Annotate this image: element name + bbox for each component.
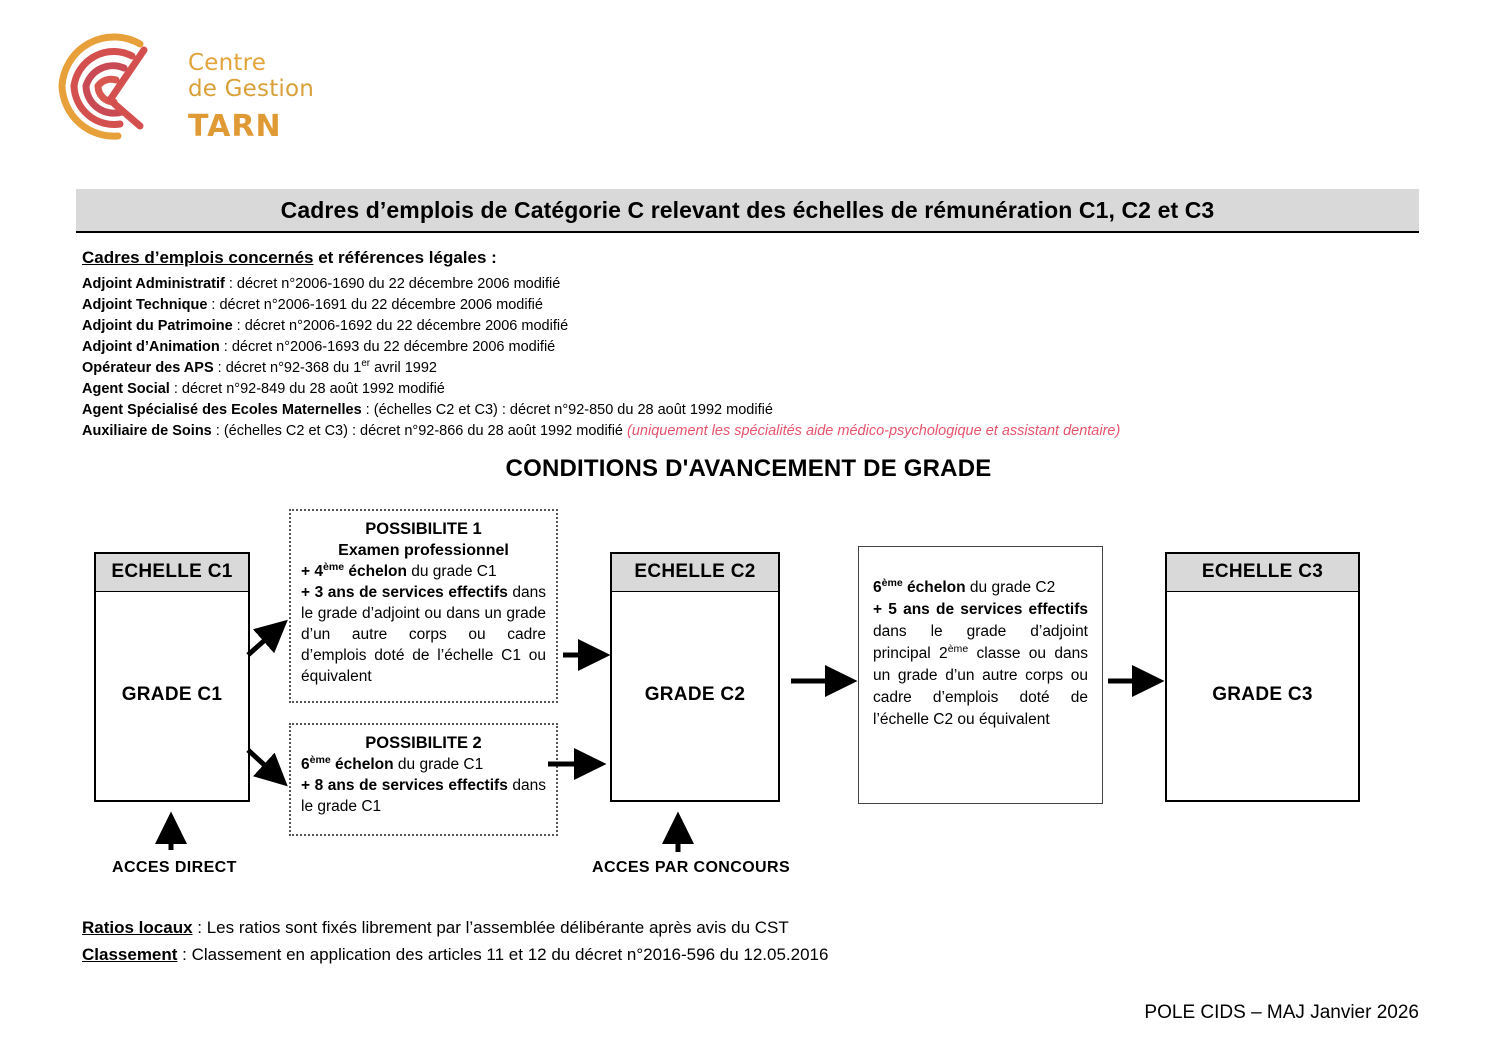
reference-item: Adjoint Technique : décret n°2006-1691 d…	[82, 295, 1412, 316]
logo: Centre de Gestion TARN	[40, 22, 314, 150]
echelle-c1-grade: GRADE C1	[121, 683, 223, 705]
reference-text: : décret n°2006-1691 du 22 décembre 2006…	[207, 297, 543, 313]
cond-sup-2: ème	[947, 642, 969, 655]
poss2-bold-1: 6	[301, 756, 310, 773]
reference-item: Adjoint du Patrimoine : décret n°2006-16…	[82, 316, 1412, 337]
poss2-bold-1b: échelon	[330, 756, 394, 773]
reference-label: Auxiliaire de Soins	[82, 423, 212, 439]
poss1-bold-2: + 3 ans de services effectifs	[301, 584, 508, 601]
poss2-rest-1: du grade C1	[393, 756, 484, 773]
poss2-sup-1: ème	[309, 753, 331, 766]
echelle-c3-header: ECHELLE C3	[1167, 554, 1358, 592]
poss1-sup-1: ème	[322, 560, 345, 573]
poss1-rest-2: dans le grade d’adjoint ou dans un grade…	[301, 584, 546, 685]
echelle-c1-box: ECHELLE C1 GRADE C1	[94, 552, 250, 802]
logo-tarn: TARN	[188, 109, 282, 144]
cond-sup-1: ème	[881, 576, 903, 589]
possibilite-1-title: POSSIBILITE 1	[365, 520, 482, 538]
reference-label: Adjoint du Patrimoine	[82, 318, 233, 334]
reference-label: Adjoint d’Animation	[82, 339, 220, 355]
logo-line-2: de Gestion	[188, 76, 315, 102]
cdg-swirl-logo-icon	[58, 33, 148, 140]
reference-text: : (échelles C2 et C3) : décret n°92-850 …	[361, 402, 773, 418]
reference-text: : (échelles C2 et C3) : décret n°92-866 …	[211, 423, 628, 439]
footnote-classement-label: Classement	[82, 945, 178, 964]
reference-label: Adjoint Administratif	[82, 276, 225, 292]
reference-text: : décret n°92-368 du 1	[213, 360, 362, 376]
page-footer: POLE CIDS – MAJ Janvier 2026	[1144, 1002, 1419, 1023]
reference-item: Adjoint d’Animation : décret n°2006-1693…	[82, 337, 1412, 358]
poss2-rest-2: dans le grade C1	[301, 777, 546, 815]
poss1-bold-1: + 4	[301, 563, 323, 580]
echelle-c2-header: ECHELLE C2	[612, 554, 778, 592]
possibilite-2-box: POSSIBILITE 2 6ème échelon du grade C1 +…	[289, 723, 558, 836]
references-heading: Cadres d’emplois concernés et références…	[82, 247, 1412, 269]
reference-text: : décret n°2006-1690 du 22 décembre 2006…	[224, 276, 561, 292]
condition-c2-to-c3-box: 6ème échelon du grade C2 + 5 ans de serv…	[858, 546, 1103, 804]
poss1-bold-1b: échelon	[344, 563, 407, 580]
acces-concours-label: ACCES PAR CONCOURS	[592, 859, 791, 876]
references-block: Cadres d’emplois concernés et références…	[82, 247, 1412, 442]
reference-item: Agent Spécialisé des Ecoles Maternelles …	[82, 400, 1412, 421]
echelle-c2-box: ECHELLE C2 GRADE C2	[610, 552, 780, 802]
cond-bold-2: + 5 ans de services effectifs	[873, 601, 1088, 618]
possibilite-2-body: 6ème échelon du grade C1 + 8 ans de serv…	[301, 754, 546, 817]
footnotes-block: Ratios locaux : Les ratios sont fixés li…	[82, 914, 1382, 968]
footnote-ratios: Ratios locaux : Les ratios sont fixés li…	[82, 914, 1382, 941]
poss1-rest-1: du grade C1	[406, 563, 497, 580]
reference-label: Agent Social	[82, 381, 170, 397]
references-heading-rest: et références légales :	[313, 248, 497, 267]
reference-text-2: avril 1992	[370, 360, 437, 376]
reference-item: Adjoint Administratif : décret n°2006-16…	[82, 274, 1412, 295]
footnote-ratios-text: : Les ratios sont fixés librement par l’…	[192, 918, 789, 937]
logo-line-1: Centre	[188, 50, 267, 76]
reference-item: Auxiliaire de Soins : (échelles C2 et C3…	[82, 421, 1412, 442]
logo-text: Centre de Gestion TARN	[188, 50, 348, 144]
footnote-classement-text: : Classement en application des articles…	[177, 945, 829, 964]
page-title-banner: Cadres d’emplois de Catégorie C relevant…	[76, 189, 1419, 233]
footnote-classement: Classement : Classement en application d…	[82, 941, 1382, 968]
echelle-c1-header: ECHELLE C1	[96, 554, 248, 592]
arrow-c1-to-possibilite1	[246, 619, 288, 657]
references-heading-underlined: Cadres d’emplois concernés	[82, 248, 314, 267]
reference-note: (uniquement les spécialités aide médico-…	[627, 423, 1121, 439]
possibilite-1-subtitle: Examen professionnel	[338, 542, 509, 559]
possibilite-1-box: POSSIBILITE 1 Examen professionnel + 4èm…	[289, 509, 558, 703]
footnote-ratios-label: Ratios locaux	[82, 918, 193, 937]
reference-text: : décret n°2006-1693 du 22 décembre 2006…	[219, 339, 556, 355]
echelle-c2-grade: GRADE C2	[644, 683, 746, 705]
reference-label: Adjoint Technique	[82, 297, 208, 313]
echelle-c3-grade: GRADE C3	[1212, 683, 1313, 705]
possibilite-1-body: + 4ème échelon du grade C1 + 3 ans de se…	[301, 561, 546, 687]
reference-item: Opérateur des APS : décret n°92-368 du 1…	[82, 358, 1412, 379]
cond-bold-1b: échelon	[902, 579, 966, 596]
cond-rest-2a: dans le grade d’adjoint principal 2	[873, 623, 1088, 662]
reference-label: Opérateur des APS	[82, 360, 214, 376]
reference-text: : décret n°2006-1692 du 22 décembre 2006…	[232, 318, 569, 334]
possibilite-2-title: POSSIBILITE 2	[365, 734, 482, 752]
cond-bold-1: 6	[873, 579, 882, 596]
reference-sup: er	[361, 358, 371, 370]
echelle-c3-box: ECHELLE C3 GRADE C3	[1165, 552, 1360, 802]
section-title: CONDITIONS D'AVANCEMENT DE GRADE	[505, 455, 992, 482]
condition-c2-c3-body: 6ème échelon du grade C2 + 5 ans de serv…	[873, 577, 1088, 731]
reference-label: Agent Spécialisé des Ecoles Maternelles	[82, 402, 362, 418]
page-title: Cadres d’emplois de Catégorie C relevant…	[280, 196, 1215, 223]
cond-rest-1: du grade C2	[965, 579, 1056, 596]
acces-direct-label: ACCES DIRECT	[112, 859, 237, 876]
reference-text: : décret n°92-849 du 28 août 1992 modifi…	[169, 381, 445, 397]
poss2-bold-2: + 8 ans de services effectifs	[301, 777, 508, 794]
arrow-c1-to-possibilite2	[246, 748, 288, 787]
reference-item: Agent Social : décret n°92-849 du 28 aoû…	[82, 379, 1412, 400]
cond-rest-2b: classe ou dans un grade d’un autre corps…	[873, 645, 1088, 728]
